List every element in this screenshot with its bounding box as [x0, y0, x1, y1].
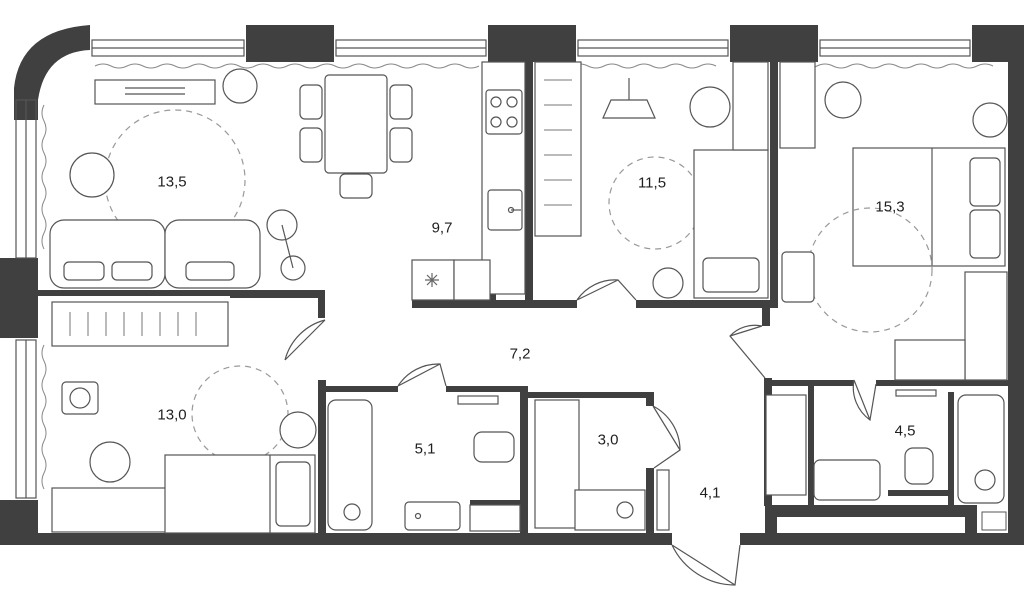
bathtub — [327, 399, 373, 531]
toilet — [473, 431, 515, 463]
wall-wc-partition — [948, 392, 954, 506]
wall-bedroom-hall — [532, 300, 577, 308]
wall-closet-top — [528, 392, 653, 398]
rug — [104, 109, 246, 251]
bottom-wall-step — [765, 505, 970, 517]
room-area-closet: 3,0 — [597, 431, 619, 449]
shelving — [534, 399, 580, 529]
furniture — [49, 61, 1008, 534]
wardrobe — [765, 394, 807, 496]
towel-rail — [895, 389, 937, 397]
wall-living-bedroom — [230, 290, 325, 298]
nightstand — [652, 267, 684, 299]
armchair — [824, 81, 862, 119]
bottom-wall — [740, 533, 970, 545]
wall-niche — [470, 500, 525, 506]
tv-console — [94, 79, 216, 105]
sink — [404, 501, 461, 531]
room-area-entry: 4,1 — [699, 484, 721, 502]
dining-table — [324, 74, 388, 174]
wall-closet-entry — [646, 468, 654, 536]
wall-living-bedroom — [38, 290, 278, 296]
nightstand — [279, 411, 317, 449]
plant — [222, 68, 258, 104]
windows — [15, 39, 971, 499]
wall-wardrobe — [808, 386, 814, 506]
right-wall — [1008, 25, 1024, 545]
wall-wc-top — [764, 380, 854, 386]
wall-wc-partition — [888, 490, 950, 496]
wall-stub — [762, 308, 770, 326]
wall-bath-top — [446, 386, 526, 392]
sink — [813, 459, 881, 501]
wall-bath-top — [318, 386, 398, 392]
desk — [51, 487, 169, 533]
wall-stub — [318, 290, 325, 318]
chair — [781, 251, 815, 303]
room-area-bathroom: 5,1 — [414, 440, 436, 458]
room-area-living: 13,5 — [157, 173, 187, 191]
exterior-walls — [0, 25, 1024, 545]
left-wall-pier — [0, 258, 38, 338]
armchair — [689, 86, 731, 128]
room-area-wc: 4,5 — [894, 422, 916, 440]
room-area-bedroom-left: 13,0 — [157, 406, 187, 424]
armchair — [89, 441, 131, 483]
hob — [485, 89, 523, 135]
wall-kitchen-bedroom — [525, 60, 533, 308]
crib — [602, 99, 656, 119]
wall-kitchen-hall — [412, 300, 532, 308]
bottom-wall — [965, 533, 1024, 545]
rounded-corner-wall — [14, 25, 90, 120]
room-area-hall: 7,2 — [509, 345, 531, 363]
wall-bedroom-bath — [318, 380, 326, 535]
room-area-bedroom-master: 15,3 — [875, 198, 905, 216]
nightstand — [972, 102, 1008, 138]
top-wall-segment — [488, 25, 576, 62]
top-wall-segment — [246, 25, 334, 62]
room-area-kitchen: 9,7 — [431, 219, 453, 237]
kitchen-sink — [487, 189, 523, 231]
rug — [807, 207, 933, 333]
wardrobe — [964, 271, 1008, 381]
wardrobe — [894, 339, 966, 381]
towel-rail — [457, 395, 499, 405]
room-area-bedroom-middle: 11,5 — [637, 174, 667, 192]
wall-stub — [646, 392, 654, 406]
doors — [284, 279, 877, 586]
side-table — [69, 152, 115, 198]
wall-wc-top — [876, 380, 1008, 386]
wall-bedroom-hall — [636, 300, 778, 308]
bottom-wall — [0, 533, 672, 545]
interior-walls — [38, 60, 1008, 536]
rug — [191, 365, 289, 463]
top-wall-segment — [730, 25, 818, 62]
wardrobe — [51, 301, 229, 347]
wall-bath-closet — [520, 386, 528, 536]
wardrobe — [534, 61, 582, 237]
toilet — [904, 447, 934, 485]
wall-bedroom-bedroom — [770, 60, 778, 308]
